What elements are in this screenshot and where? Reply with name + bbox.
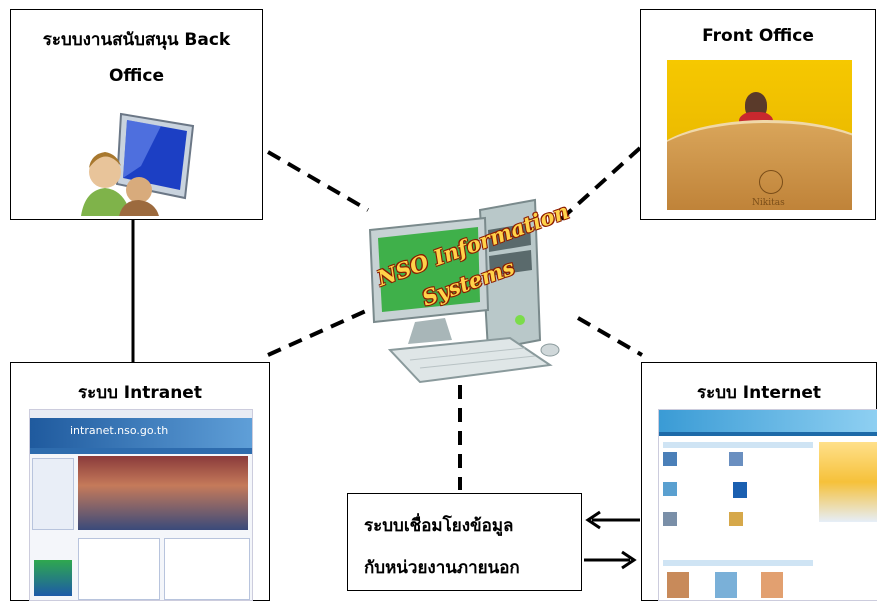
intranet-box: ระบบ Intranet intranet.nso.go.th [10,362,270,601]
internet-header [659,410,877,432]
receptionist-head [745,92,767,118]
intranet-connector [267,308,369,357]
front-office-title: Front Office [702,26,814,46]
computer-user-icon [81,112,195,216]
intranet-screenshot: intranet.nso.go.th [29,409,253,601]
front-office-box: Front Office Nikitas [640,9,876,220]
reception-photo: Nikitas [667,60,852,210]
reception-counter [667,120,852,210]
back-office-box: ระบบงานสนับสนุน Back Office [10,9,263,220]
backoffice-connector [266,150,370,212]
internet-promo-banner [819,442,877,522]
internet-connector [576,316,644,357]
intranet-title: ระบบ Intranet [78,383,202,403]
frontoffice-connector [556,146,642,224]
photo-logo-text: Nikitas [752,198,785,208]
back-office-title-line1: ระบบงานสนับสนุน Back [42,30,231,50]
internet-box: ระบบ Internet [641,362,877,601]
intranet-group-photo [78,456,248,530]
external-connection-box: ระบบเชื่อมโยงข้อมูล กับหน่วยงานภายนอก [347,493,582,591]
back-office-title-line2: Office [108,66,165,86]
internet-title: ระบบ Internet [697,383,821,403]
external-line2: กับหน่วยงานภายนอก [364,558,520,578]
external-line1: ระบบเชื่อมโยงข้อมูล [364,516,514,536]
logo-emblem [759,170,783,194]
internet-screenshot [658,409,877,601]
nso-computer-icon [368,198,560,384]
intranet-header: intranet.nso.go.th [30,418,252,448]
intranet-site-name: intranet.nso.go.th [70,424,169,437]
